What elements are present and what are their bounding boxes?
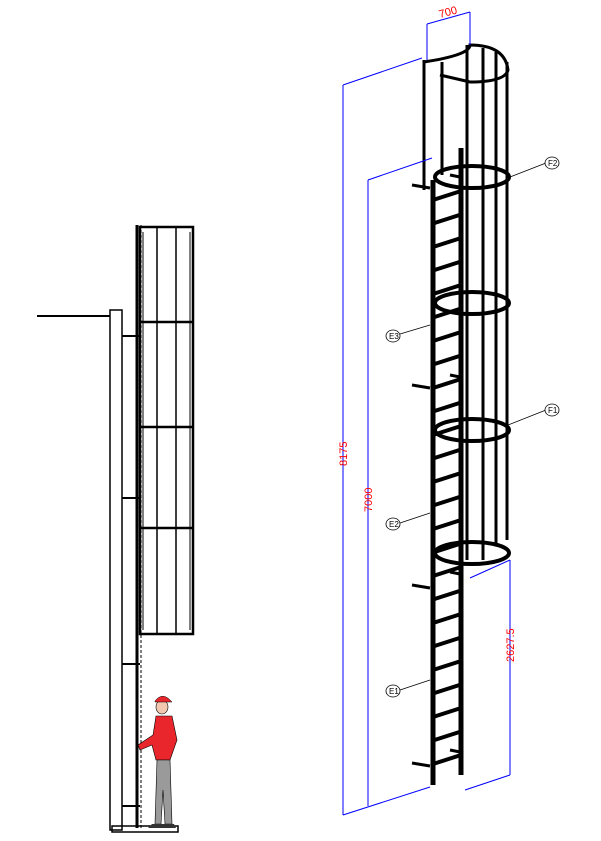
ladder-rung [432, 259, 462, 273]
wall [109, 309, 123, 831]
callouts [385, 156, 560, 698]
callout-e1: E1 [389, 687, 399, 696]
dim-2627-5: 2627.5 [505, 628, 517, 662]
ladder-rung [432, 377, 462, 390]
dim-8175: 8175 [338, 442, 350, 466]
callout-f1: F1 [548, 406, 558, 415]
cage-hoops [433, 164, 511, 566]
ladder-rung [432, 729, 462, 743]
human-figure [137, 696, 178, 828]
ladder-rung [432, 635, 462, 649]
ladder-rung [432, 706, 462, 719]
ladder-rung [432, 353, 462, 367]
trousers [154, 759, 173, 825]
dimension-lines [342, 11, 511, 816]
ladder-rung [432, 659, 462, 672]
ladder-rung [432, 471, 462, 484]
dim-700: 700 [438, 5, 459, 21]
ladder-rung [432, 330, 462, 343]
ladder-rung [432, 682, 462, 696]
ladder-rung [432, 189, 462, 202]
ladder-rung [432, 236, 462, 249]
base-plate [111, 825, 179, 833]
dim-7000: 7000 [363, 488, 375, 512]
side-elevation [37, 225, 195, 833]
shirt [137, 715, 178, 761]
callout-f2: F2 [548, 159, 558, 168]
ladder-rung [432, 612, 462, 625]
ladder-rung [432, 494, 462, 508]
cap [154, 696, 173, 703]
wall-brackets [122, 335, 140, 807]
ladder-rung [432, 753, 462, 766]
ladder-rung [432, 447, 462, 461]
isometric-view: 700 8175 7000 2627.5 F2 E3 F1 E2 E1 [338, 5, 560, 816]
ladder-rung [432, 588, 462, 602]
callout-e2: E2 [389, 520, 399, 529]
callout-e3: E3 [389, 332, 399, 341]
ladder-rung [432, 283, 462, 296]
ladder-rungs [432, 189, 462, 766]
ladder-rung [432, 400, 462, 414]
ladder-rung [432, 518, 462, 531]
side-cage [138, 225, 195, 636]
ladder-rung [432, 565, 462, 578]
ladder-rung [432, 212, 462, 226]
